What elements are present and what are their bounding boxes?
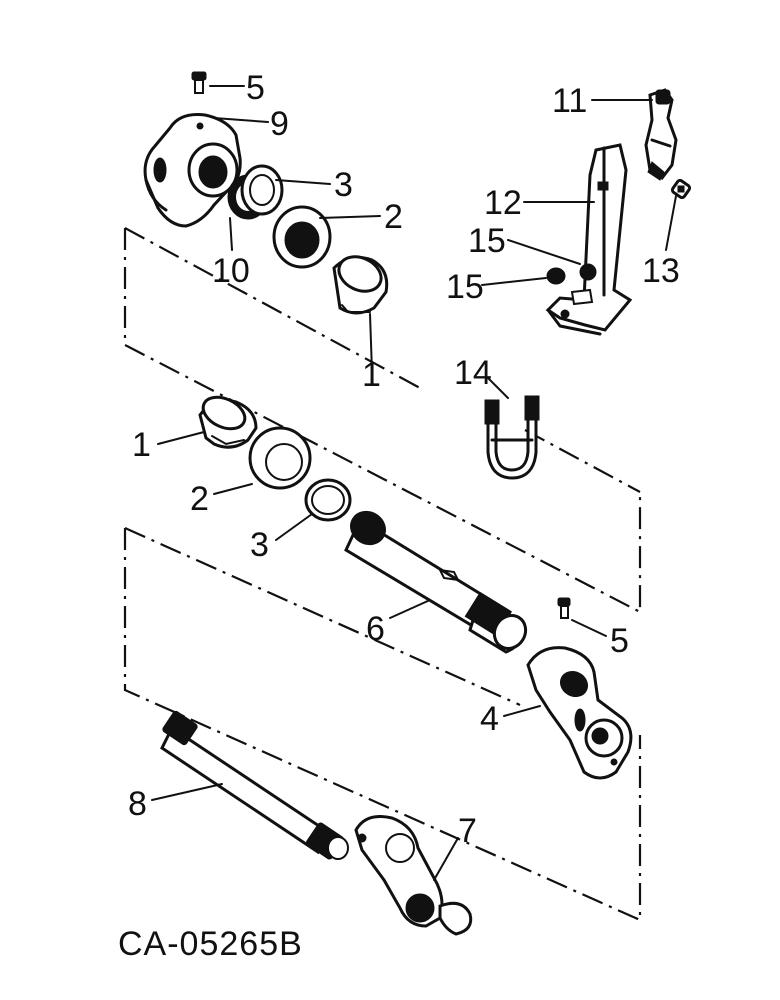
callout-1-lower: 1 [132, 426, 151, 464]
u-bolt-14 [484, 395, 540, 480]
drawing-code: CA-05265B [118, 925, 303, 963]
callout-13: 13 [642, 252, 680, 290]
nut-15-right [579, 263, 597, 281]
lever-arm-9 [143, 113, 242, 228]
pin-13 [670, 178, 692, 200]
callout-14: 14 [454, 354, 492, 392]
callout-8: 8 [128, 785, 147, 823]
callout-5-lower: 5 [610, 622, 629, 660]
callout-4: 4 [480, 700, 499, 738]
callout-7: 7 [458, 812, 477, 850]
callout-2-upper: 2 [384, 198, 403, 236]
lever-arm-7 [354, 815, 473, 936]
seal-2-lower [248, 426, 312, 490]
callout-9: 9 [270, 105, 289, 143]
seal-2-upper [272, 205, 332, 269]
o-ring-3-lower [304, 478, 352, 522]
bushing-1-lower [198, 395, 258, 449]
callout-1-upper: 1 [362, 356, 381, 394]
callout-15-lower: 15 [446, 268, 484, 306]
shaft-6 [344, 510, 528, 654]
leader-lines [151, 85, 677, 881]
callout-5-upper: 5 [246, 69, 265, 107]
nut-15-left [546, 267, 566, 285]
set-screw-5-lower [557, 597, 571, 619]
o-ring-3-upper [240, 164, 284, 216]
set-screw-5-upper [191, 71, 207, 94]
bushing-1-upper [332, 255, 389, 315]
callout-3-lower: 3 [250, 526, 269, 564]
callout-2-lower: 2 [190, 480, 209, 518]
clevis-11 [644, 88, 678, 181]
shaft-8 [160, 710, 349, 860]
assembly-outline-lower [123, 526, 642, 922]
callouts: 5 9 3 2 10 1 11 12 15 15 13 14 1 2 3 6 5… [128, 69, 680, 850]
callout-3-upper: 3 [334, 166, 353, 204]
callout-15-upper: 15 [468, 222, 506, 260]
lever-arm-4 [526, 646, 633, 780]
callout-10: 10 [212, 252, 250, 290]
bracket-12 [545, 143, 633, 336]
callout-11: 11 [552, 82, 587, 120]
callout-12: 12 [484, 184, 522, 222]
callout-6: 6 [366, 610, 385, 648]
